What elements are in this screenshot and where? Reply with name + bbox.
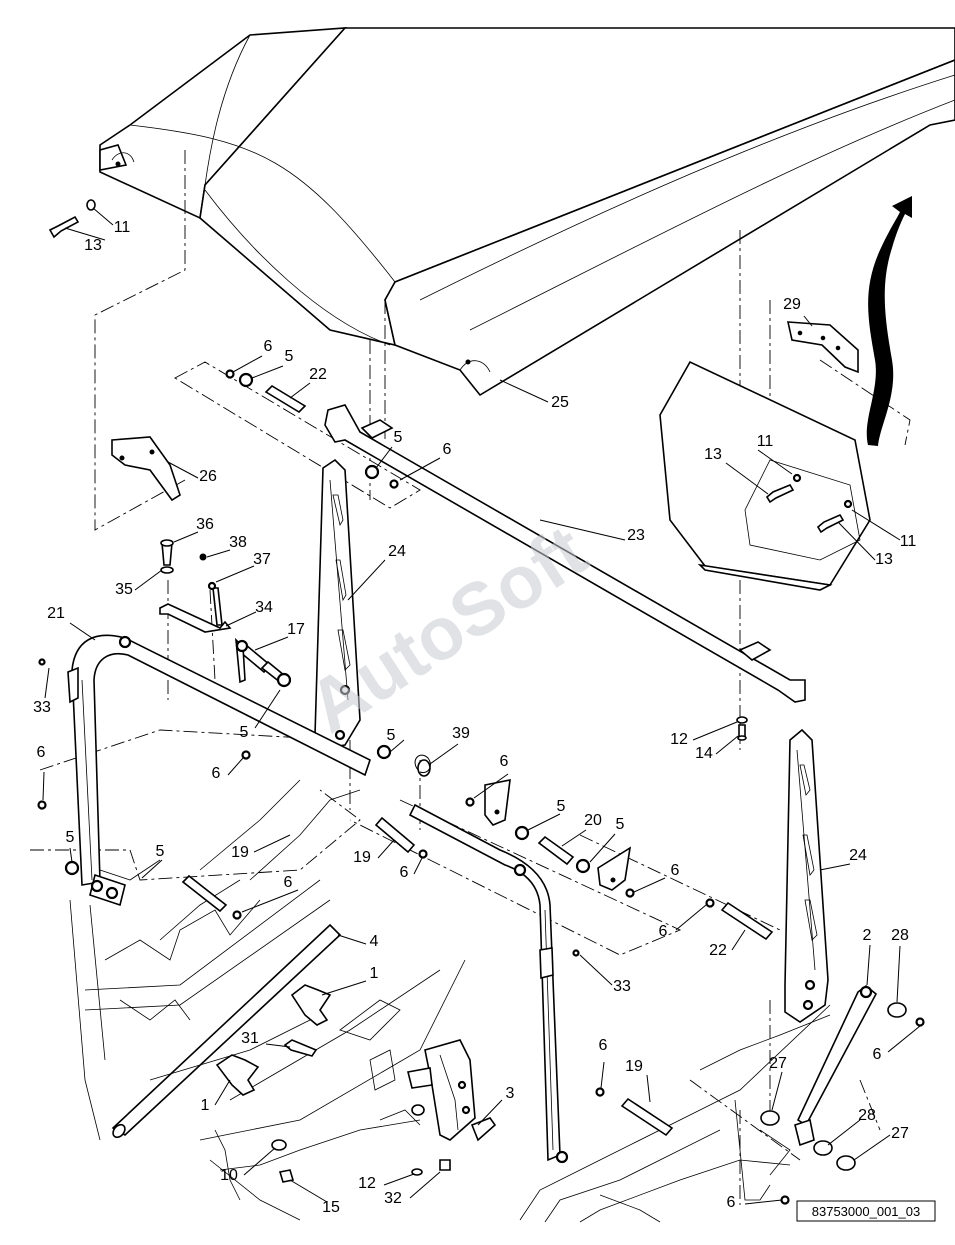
callout-3: 3 [506,1085,515,1102]
callout-19: 19 [625,1058,643,1075]
side-arm-24-right [784,728,829,1023]
callout-11: 11 [757,433,774,450]
bracket-34 [159,539,232,633]
frame-right-hoop [408,803,569,1164]
hinge-plates [484,778,632,891]
callout-5: 5 [557,798,566,815]
callout-38: 38 [229,534,247,551]
pins [181,384,774,1137]
lock-mechanism-3 [271,1039,497,1183]
callout-17: 17 [287,621,305,638]
clip-39 [414,754,431,774]
callout-31: 31 [241,1030,259,1047]
callout-14: 14 [695,745,713,762]
callout-11: 11 [114,219,131,236]
tube-4 [111,923,342,1139]
bracket-29 [786,321,859,374]
cab-lower-structure [69,779,831,1223]
callout-6: 6 [873,1046,882,1063]
callout-6: 6 [212,765,221,782]
callout-12: 12 [670,731,688,748]
drawing-reference: 83753000_001_03 [796,1200,936,1222]
callout-33: 33 [613,978,631,995]
callout-5: 5 [616,816,625,833]
callout-1: 1 [201,1097,210,1114]
callout-21: 21 [47,605,65,622]
callout-20: 20 [584,812,602,829]
callout-22: 22 [309,366,327,383]
callout-2: 2 [863,927,872,944]
callout-5: 5 [66,829,75,846]
callout-29: 29 [783,296,801,313]
leader-lines [42,207,921,1205]
callout-5: 5 [240,724,249,741]
callout-35: 35 [115,581,133,598]
construction-lines [30,150,911,1205]
callout-28: 28 [858,1107,876,1124]
callout-6: 6 [659,923,668,940]
callout-19: 19 [231,844,249,861]
callout-33: 33 [33,699,51,716]
callout-6: 6 [400,864,409,881]
callout-6: 6 [264,338,273,355]
callout-22: 22 [709,942,727,959]
callout-13: 13 [84,237,102,254]
bracket-26 [111,436,181,502]
callout-11: 11 [900,533,917,550]
callout-6: 6 [443,441,452,458]
callout-12: 12 [358,1175,376,1192]
callout-6: 6 [727,1194,736,1211]
callout-13: 13 [704,446,722,463]
callout-28: 28 [891,927,909,944]
callout-27: 27 [769,1055,787,1072]
callout-27: 27 [891,1125,909,1142]
curved-arrow [866,196,912,446]
callout-34: 34 [255,599,273,616]
sun-visor-panel [659,360,871,591]
callout-37: 37 [253,551,271,568]
callout-39: 39 [452,725,470,742]
callout-25: 25 [551,394,569,411]
callout-15: 15 [322,1199,340,1216]
callout-10: 10 [220,1167,238,1184]
callout-19: 19 [353,849,371,866]
callout-32: 32 [384,1190,402,1207]
callout-13: 13 [875,551,893,568]
callout-6: 6 [284,874,293,891]
callout-5: 5 [394,429,403,446]
callout-6: 6 [37,744,46,761]
drawing-reference-label: 83753000_001_03 [812,1204,920,1219]
roof-panel [99,27,955,397]
callout-1: 1 [370,965,379,982]
callout-36: 36 [196,516,214,533]
frame-21 [67,634,371,907]
gas-strut-2 [760,984,907,1171]
callout-6: 6 [500,753,509,770]
callout-26: 26 [199,468,217,485]
callout-5: 5 [156,843,165,860]
callout-24: 24 [388,543,406,560]
callout-24: 24 [849,847,867,864]
bushings-and-rings [37,369,925,1205]
cross-tube-23 [324,404,806,703]
bolts-and-washers [48,199,853,1057]
callout-6: 6 [599,1037,608,1054]
callout-6: 6 [671,862,680,879]
callout-23: 23 [627,527,645,544]
callout-5: 5 [285,348,294,365]
callout-4: 4 [370,933,379,950]
callout-5: 5 [387,727,396,744]
knobs-1 [215,984,332,1096]
